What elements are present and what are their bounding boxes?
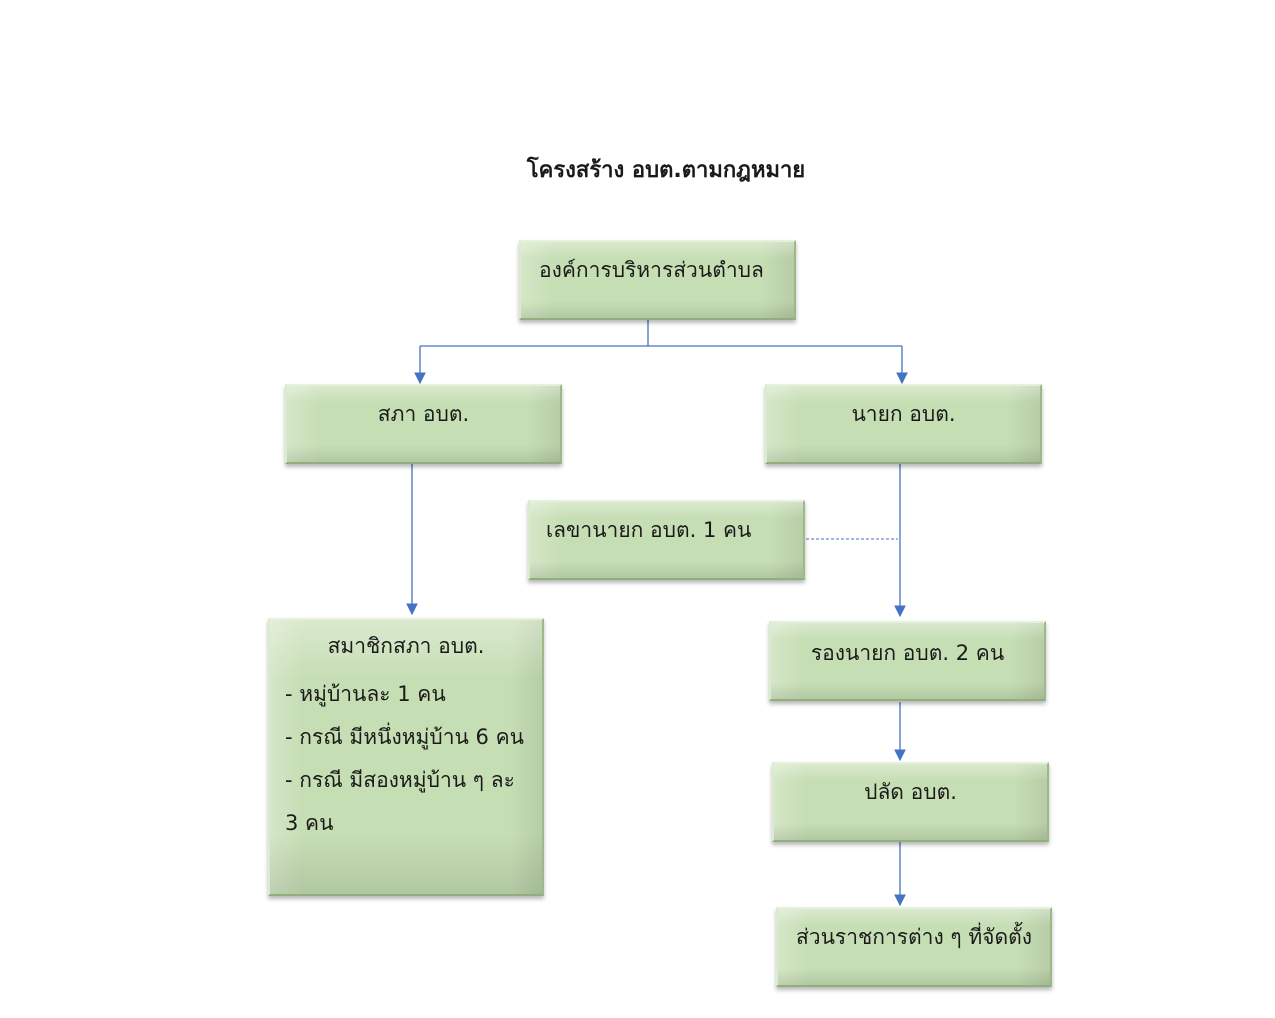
- list-item: 3 คน: [285, 811, 334, 836]
- node-council-label: สภา อบต.: [377, 402, 470, 426]
- node-mayor: นายก อบต.: [765, 384, 1042, 464]
- node-deputy-label: รองนายก อบต. 2 คน: [810, 641, 1005, 665]
- node-sao-label: องค์การบริหารส่วนตำบล: [539, 258, 764, 282]
- node-secretary: เลขานายก อบต. 1 คน: [528, 500, 805, 580]
- node-members: สมาชิกสภา อบต. - หมู่บ้านละ 1 คน - กรณี …: [268, 618, 544, 896]
- node-departments: ส่วนราชการต่าง ๆ ที่จัดตั้ง: [776, 907, 1052, 987]
- node-members-label: สมาชิกสภา อบต.: [327, 634, 485, 658]
- diagram-title: โครงสร้าง อบต.ตามกฎหมาย: [526, 158, 806, 183]
- node-members-list: - หมู่บ้านละ 1 คน - กรณี มีหนึ่งหมู่บ้าน…: [285, 673, 542, 845]
- node-mayor-label: นายก อบต.: [851, 402, 956, 426]
- node-clerk-label: ปลัด อบต.: [864, 780, 957, 804]
- list-item: - กรณี มีสองหมู่บ้าน ๆ ละ: [285, 768, 515, 793]
- node-clerk: ปลัด อบต.: [772, 762, 1049, 842]
- node-departments-label: ส่วนราชการต่าง ๆ ที่จัดตั้ง: [795, 925, 1033, 949]
- list-item: - หมู่บ้านละ 1 คน: [285, 682, 446, 707]
- node-secretary-label: เลขานายก อบต. 1 คน: [546, 518, 752, 542]
- node-council: สภา อบต.: [285, 384, 562, 464]
- list-item: - กรณี มีหนึ่งหมู่บ้าน 6 คน: [285, 725, 524, 750]
- node-sao: องค์การบริหารส่วนตำบล: [519, 240, 796, 320]
- node-deputy: รองนายก อบต. 2 คน: [769, 621, 1046, 701]
